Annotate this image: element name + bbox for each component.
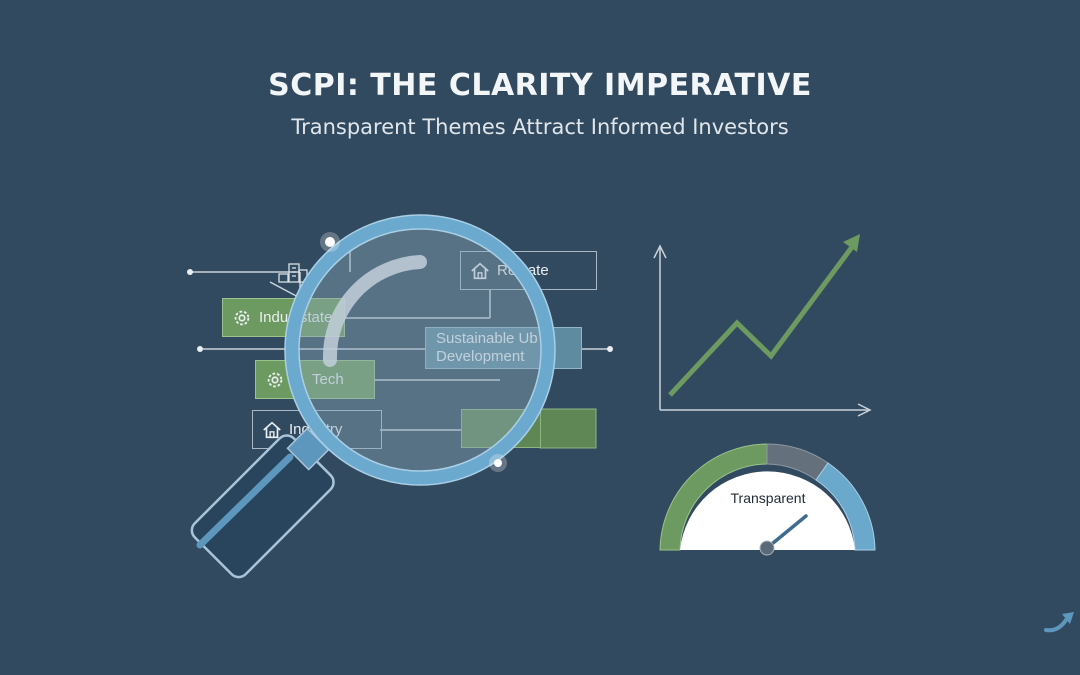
theme-tag-label: Tech: [312, 371, 344, 388]
page-title: SCPI: THE CLARITY IMPERATIVE: [268, 68, 812, 103]
chart-y-axis-arrow: [653, 244, 667, 259]
gauge-pivot: [759, 540, 775, 556]
connector-line: [269, 281, 301, 299]
refresh-arrow-icon[interactable]: [1040, 592, 1080, 642]
connector-dot: [197, 346, 203, 352]
gauge-face: [680, 471, 855, 550]
gauge-segment-blue: [815, 462, 876, 551]
page-subtitle: Transparent Themes Attract Informed Inve…: [291, 115, 789, 139]
growth-chart: [653, 234, 872, 417]
transparency-gauge: [659, 443, 876, 556]
magnifying-glass-icon: [190, 214, 556, 579]
house-icon: [263, 421, 281, 438]
connector-dot: [607, 346, 613, 352]
gear-icon: [234, 310, 250, 325]
connector-dot: [187, 269, 193, 275]
gauge-label: Transparent: [730, 490, 806, 506]
theme-tag-sustainable-urban-development[interactable]: Sustainable Ub Development: [425, 327, 582, 369]
theme-tag-induststate[interactable]: Induststate: [222, 298, 345, 337]
theme-tag-label-line2: Development: [436, 348, 525, 365]
gear-icon: [267, 372, 283, 387]
chart-trend-arrow-head: [843, 234, 860, 252]
chart-trend-line: [668, 245, 855, 397]
theme-tag-tech[interactable]: Tech: [255, 360, 375, 399]
connector-dots: [187, 269, 613, 352]
house-icon: [471, 262, 489, 279]
theme-tag-label-line1: Sustainable Ub: [436, 330, 538, 347]
chart-x-axis-arrow: [857, 403, 872, 417]
gauge-needle: [765, 514, 808, 550]
